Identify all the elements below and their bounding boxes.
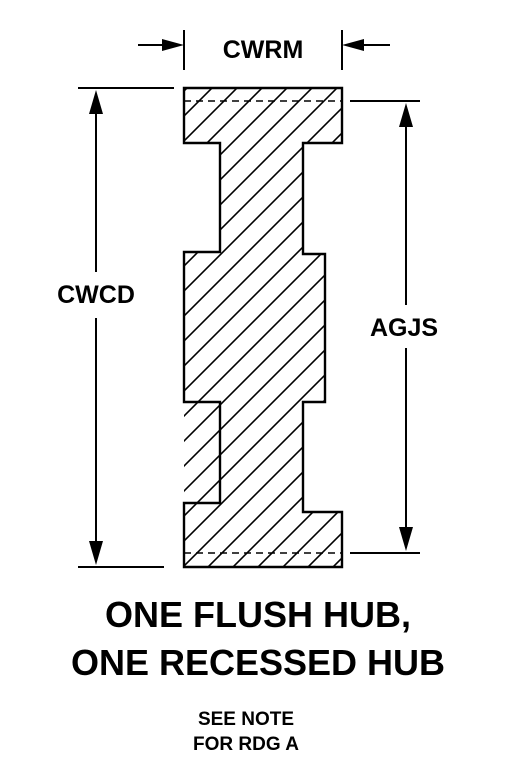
overall-diameter-label: CWCD bbox=[57, 281, 135, 309]
hatch-line bbox=[184, 88, 326, 567]
overall-diameter-arrow-up-icon bbox=[89, 90, 103, 114]
title-line-2: ONE RECESSED HUB bbox=[70, 642, 446, 683]
hatch-line bbox=[184, 88, 342, 567]
hatch-line bbox=[184, 88, 342, 567]
hatch-line bbox=[184, 88, 342, 567]
section-outline bbox=[182, 86, 344, 569]
hatch-line bbox=[184, 88, 342, 567]
hub-diameter-dimension bbox=[350, 100, 420, 554]
hub-diameter-label: AGJS bbox=[370, 314, 438, 342]
hatch-line bbox=[184, 88, 342, 567]
hatch-line bbox=[184, 88, 342, 567]
note-line-2: FOR RDG A bbox=[193, 734, 299, 755]
pulley-cross-section-drawing: CWRM CWCD AGJS bbox=[57, 30, 438, 569]
width-arrow-right-icon bbox=[342, 39, 364, 51]
overall-diameter-dimension bbox=[78, 87, 174, 568]
hatch-line bbox=[184, 88, 342, 567]
hatch-line bbox=[184, 88, 342, 567]
width-arrow-left-icon bbox=[162, 39, 184, 51]
title-line-1: ONE FLUSH HUB, bbox=[105, 594, 411, 635]
hatch-line bbox=[184, 88, 342, 567]
width-dimension-label: CWRM bbox=[223, 36, 304, 64]
hatch-line bbox=[184, 88, 342, 567]
overall-diameter-arrow-down-icon bbox=[89, 541, 103, 565]
hub-diameter-arrow-up-icon bbox=[399, 103, 413, 127]
note-line-1: SEE NOTE bbox=[197, 709, 295, 730]
hub-diameter-arrow-down-icon bbox=[399, 527, 413, 551]
